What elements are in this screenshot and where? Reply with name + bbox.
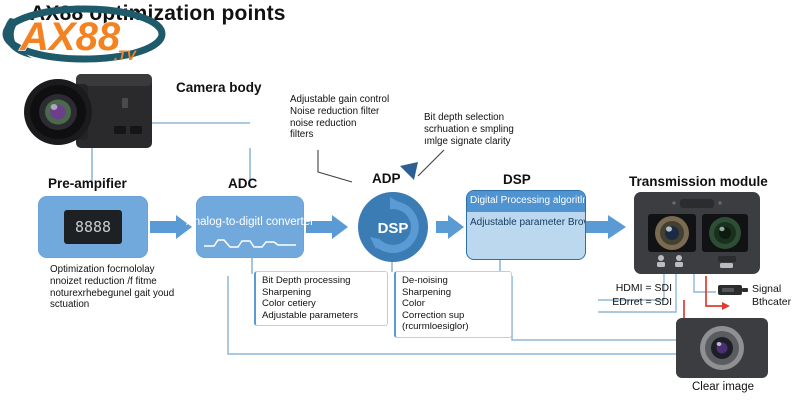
preamp-label: Pre-ampifier (48, 176, 127, 191)
dsp-label: DSP (503, 172, 531, 187)
preamp-block[interactable]: 8888 (38, 196, 148, 258)
ax88-logo: AX88 .TV (2, 4, 172, 66)
dsp-note: De-noising Sharpening Color Correction s… (394, 271, 512, 338)
transmission-module-icon (634, 192, 760, 274)
preamp-display-value: 8888 (74, 217, 112, 236)
waveform-icon (204, 239, 296, 248)
signal-label: Signal Bthcater (752, 283, 792, 308)
dsp-panel-bottom-text: Adjustable parameter Brove (470, 216, 586, 228)
clear-image-camera-icon (676, 318, 768, 378)
adp-label: ADP (372, 171, 401, 186)
camera-body-label: Camera body (176, 80, 262, 95)
dsp-circle-text: DSP (378, 220, 409, 237)
preamp-note: Optimization focrnololay nnoizet reducti… (50, 264, 175, 311)
svg-text:AX88: AX88 (19, 15, 121, 59)
clear-image-label: Clear image (692, 381, 754, 393)
signal-connector-icon (718, 282, 748, 298)
adc-body-text: Analog-to-digitl converter (186, 216, 314, 228)
adc-note: Bit Depth processing Sharpening Color ce… (254, 271, 388, 327)
gain-annotation: Adjustable gain control Noise reduction … (290, 94, 390, 141)
camera-body-icon (18, 62, 168, 170)
dsp-panel[interactable]: Digital Processing algoritlm Bict depth … (466, 190, 586, 260)
svg-text:.TV: .TV (114, 47, 137, 63)
transmission-module-label: Transmission module (629, 174, 768, 189)
dsp-panel-top-text: Digital Processing algoritlm Bict depth … (467, 191, 585, 212)
adc-label: ADC (228, 176, 258, 191)
bitdepth-annotation: Bit depth selection scrhuation e smpling… (424, 112, 514, 147)
output-labels: HDMI = SDI EDrret = SDI (612, 282, 672, 308)
adc-block[interactable]: Analog-to-digitl converter (186, 196, 314, 258)
preamp-seven-segment-display: 8888 (64, 210, 122, 244)
dsp-circle-node[interactable]: DSP (352, 191, 434, 263)
